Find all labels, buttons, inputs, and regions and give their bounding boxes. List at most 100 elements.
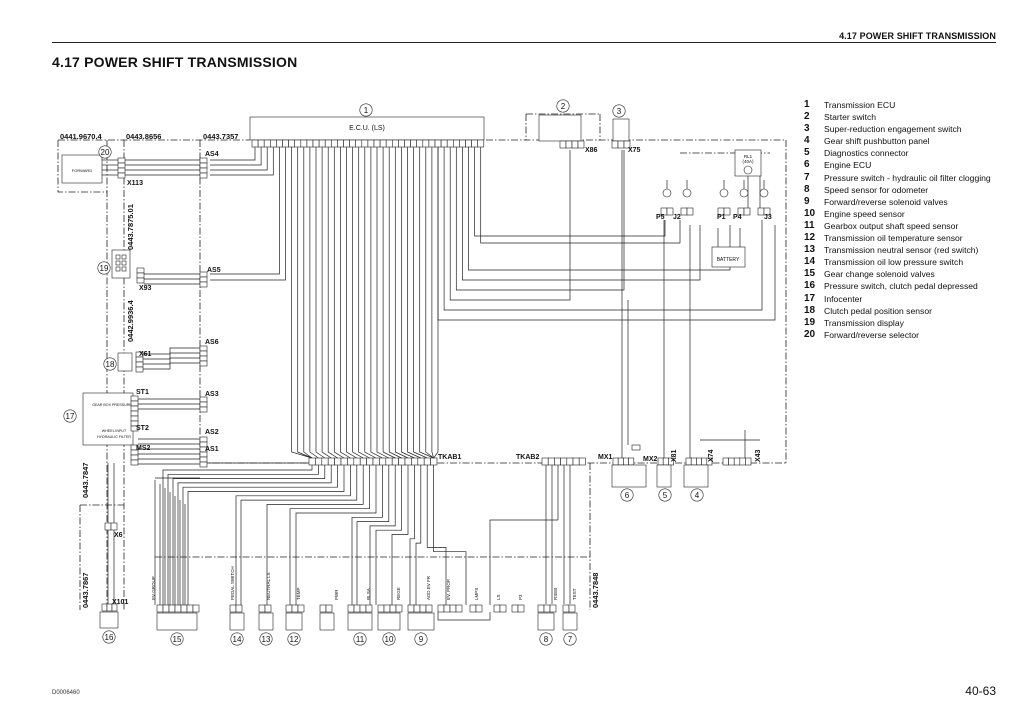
connector-pin bbox=[493, 604, 501, 613]
component-box bbox=[347, 612, 373, 631]
legend-label: Transmission ECU bbox=[824, 100, 896, 110]
callout-number: 6 bbox=[625, 491, 630, 500]
callout-circle bbox=[287, 632, 301, 646]
wire bbox=[346, 147, 357, 459]
wire bbox=[433, 465, 467, 605]
callout-circle bbox=[63, 409, 77, 423]
connector-label: AS6 bbox=[205, 339, 219, 346]
harness-code: 0443.8656 bbox=[126, 132, 161, 141]
callout-circle bbox=[102, 630, 116, 644]
connector-pin bbox=[419, 604, 427, 613]
legend-label: Pressure switch - hydraulic oil filter c… bbox=[824, 172, 991, 183]
wire bbox=[382, 147, 396, 459]
wire bbox=[431, 147, 434, 459]
pushbutton-panel bbox=[683, 464, 709, 488]
connector-pin bbox=[130, 410, 139, 417]
callout-circle bbox=[690, 488, 704, 502]
connector-pin bbox=[111, 603, 118, 612]
connector-pin bbox=[192, 604, 200, 613]
harness-code: 0443.7847 bbox=[81, 463, 90, 498]
connector-pin bbox=[537, 604, 545, 613]
ecu-pin bbox=[446, 139, 454, 148]
legend-label: Diagnostics connector bbox=[824, 148, 909, 159]
callout-number: 16 bbox=[105, 633, 114, 642]
legend-number: 9 bbox=[804, 195, 810, 207]
callout-number: 19 bbox=[100, 264, 109, 273]
connector-label: P4 bbox=[733, 214, 742, 221]
legend-number: 8 bbox=[804, 183, 810, 195]
wire bbox=[351, 465, 383, 605]
bottom-label: TEST bbox=[572, 588, 577, 600]
ecu-pin bbox=[355, 139, 363, 148]
bottom-label: EV GROUP bbox=[151, 576, 156, 600]
connector-pin bbox=[398, 457, 406, 466]
callout-circle bbox=[103, 357, 117, 371]
connector-pin bbox=[680, 207, 688, 216]
wire bbox=[437, 612, 491, 621]
connector-pin bbox=[136, 272, 145, 279]
legend-number: 19 bbox=[804, 316, 816, 328]
harness-frame bbox=[57, 140, 107, 193]
legend-number: 3 bbox=[804, 123, 810, 135]
connector-label: AS2 bbox=[205, 429, 219, 436]
connector-pin bbox=[308, 457, 316, 466]
connector-pin bbox=[430, 457, 438, 466]
connector-label: X61 bbox=[139, 351, 152, 358]
ecu-pin bbox=[367, 139, 375, 148]
connector-pin bbox=[657, 457, 664, 466]
wire bbox=[401, 147, 415, 459]
connector-pin bbox=[449, 604, 457, 613]
connector-pin bbox=[199, 360, 208, 367]
legend-number: 11 bbox=[804, 219, 815, 231]
connector-pin bbox=[365, 604, 373, 613]
wire bbox=[455, 147, 625, 291]
connector-pin bbox=[315, 457, 323, 466]
ecu-pin bbox=[471, 139, 479, 148]
bottom-label: NEUTRAL LS bbox=[266, 572, 271, 600]
connector-pin bbox=[359, 604, 367, 613]
wire bbox=[480, 147, 681, 244]
callout-circle bbox=[563, 632, 577, 646]
callout-number: 12 bbox=[290, 635, 299, 644]
wire bbox=[370, 147, 383, 459]
legend-number: 2 bbox=[804, 111, 810, 123]
wire bbox=[240, 465, 358, 605]
legend-number: 10 bbox=[804, 207, 816, 219]
wire bbox=[394, 147, 409, 459]
pedal-sensor bbox=[117, 352, 133, 372]
wire bbox=[315, 147, 325, 459]
wire bbox=[235, 465, 351, 605]
ecu-pin bbox=[404, 139, 411, 148]
legend-number: 6 bbox=[804, 159, 810, 171]
connector-pin bbox=[235, 604, 243, 613]
bottom-label: P3 bbox=[518, 594, 523, 600]
component-box bbox=[285, 612, 303, 631]
connector-pin bbox=[264, 604, 272, 613]
connector-label: AS1 bbox=[205, 446, 219, 453]
callout-circle bbox=[382, 632, 396, 646]
connector-pin bbox=[666, 207, 674, 216]
connector-pin bbox=[562, 604, 570, 613]
display-cell bbox=[121, 254, 127, 260]
connector-pin bbox=[443, 604, 451, 613]
connector-pin bbox=[117, 167, 126, 174]
connector-pin bbox=[174, 604, 182, 613]
component-box bbox=[562, 612, 578, 631]
connector-label: MX2 bbox=[643, 456, 658, 463]
component-box bbox=[319, 612, 335, 631]
connector-pin bbox=[572, 457, 580, 466]
legend-number: 4 bbox=[804, 135, 810, 147]
connector-pin bbox=[554, 457, 561, 466]
wire bbox=[210, 147, 280, 275]
callout-number: 2 bbox=[561, 102, 566, 111]
connector-pin bbox=[135, 366, 144, 373]
connector-pin bbox=[199, 162, 208, 169]
connector-pin bbox=[455, 604, 463, 613]
relay-box bbox=[734, 149, 762, 177]
wire bbox=[303, 147, 313, 459]
wire bbox=[375, 465, 402, 605]
